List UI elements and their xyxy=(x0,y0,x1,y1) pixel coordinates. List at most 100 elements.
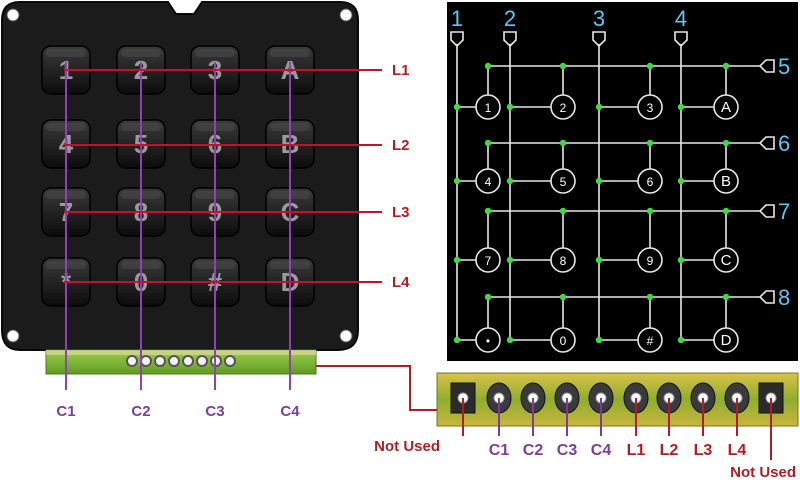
schematic-key-2: 2 xyxy=(551,95,575,119)
ribbon-pin xyxy=(197,356,207,366)
schematic-node xyxy=(596,178,602,184)
column-label-c3: C3 xyxy=(205,403,224,420)
schematic-node xyxy=(596,104,602,110)
schematic-row-number-5: 5 xyxy=(778,54,790,79)
column-label-c1: C1 xyxy=(56,403,75,420)
pin-label-not-used-right: Not Used xyxy=(730,464,796,481)
pin-label-l2: L2 xyxy=(660,442,679,459)
schematic-key-label: A xyxy=(721,99,731,116)
schematic-key-d: D xyxy=(714,328,738,352)
schematic-key-label: 7 xyxy=(485,254,492,268)
schematic-node xyxy=(678,337,684,343)
connector-leader-line xyxy=(316,366,437,410)
connector-pinout: Not UsedC1C2C3C4L1L2L3L4Not Used xyxy=(316,366,798,481)
schematic-node xyxy=(485,140,491,146)
schematic-row-number-6: 6 xyxy=(778,131,790,156)
schematic-node xyxy=(678,257,684,263)
schematic-key-label: B xyxy=(721,173,731,190)
row-label-l2: L2 xyxy=(392,137,410,154)
mounting-hole-bottom-left xyxy=(7,330,19,342)
schematic-key-9: 9 xyxy=(638,248,662,272)
mounting-hole-top-left xyxy=(7,9,19,21)
pin-label-c4: C4 xyxy=(591,442,612,459)
mounting-hole-bottom-right xyxy=(340,330,352,342)
schematic-node xyxy=(560,140,566,146)
schematic-key-label: C xyxy=(721,252,732,269)
schematic-node xyxy=(507,337,513,343)
schematic-key-b: B xyxy=(714,169,738,193)
schematic-node xyxy=(596,337,602,343)
schematic-node xyxy=(507,104,513,110)
ribbon-pin xyxy=(155,356,165,366)
schematic-node xyxy=(647,294,653,300)
schematic-node xyxy=(560,63,566,69)
schematic-key-c: C xyxy=(714,248,738,272)
schematic-key-label: D xyxy=(721,332,732,349)
schematic-node xyxy=(647,63,653,69)
schematic-key-1: 1 xyxy=(476,95,500,119)
schematic-node xyxy=(485,208,491,214)
ribbon-pin xyxy=(141,356,151,366)
schematic-node xyxy=(485,63,491,69)
schematic-key-3: 3 xyxy=(638,95,662,119)
schematic-key-a: A xyxy=(714,95,738,119)
schematic-key-0: 0 xyxy=(551,328,575,352)
schematic-column-number-2: 2 xyxy=(504,6,516,31)
pin-label-not-used-left: Not Used xyxy=(374,438,440,455)
schematic-column-number-1: 1 xyxy=(451,6,463,31)
row-label-l4: L4 xyxy=(392,274,410,291)
mounting-hole-top-right xyxy=(340,9,352,21)
ribbon-pin xyxy=(169,356,179,366)
schematic-node xyxy=(678,178,684,184)
schematic-key-4: 4 xyxy=(476,169,500,193)
ribbon-pin xyxy=(225,356,235,366)
pin-label-c3: C3 xyxy=(557,442,578,459)
schematic-key-label: 5 xyxy=(560,175,567,189)
schematic-key-label: 2 xyxy=(560,101,567,115)
pin-label-c2: C2 xyxy=(523,442,544,459)
pin-label-l3: L3 xyxy=(694,442,713,459)
schematic-row-number-7: 7 xyxy=(778,199,790,224)
schematic-node xyxy=(454,104,460,110)
schematic-key-label: 6 xyxy=(647,175,654,189)
schematic-key-7: 7 xyxy=(476,248,500,272)
schematic-node xyxy=(507,257,513,263)
schematic-column-number-3: 3 xyxy=(593,6,605,31)
schematic-node xyxy=(454,337,460,343)
keypad-ribbon-strip xyxy=(46,350,316,355)
schematic-key-label: • xyxy=(486,334,490,348)
schematic-key-8: 8 xyxy=(551,248,575,272)
column-label-c2: C2 xyxy=(131,403,150,420)
schematic-key-label: 4 xyxy=(485,175,492,189)
schematic-node xyxy=(485,294,491,300)
schematic-key-label: 1 xyxy=(485,101,492,115)
pin-label-l4: L4 xyxy=(728,442,747,459)
schematic-node xyxy=(723,63,729,69)
schematic-column-number-4: 4 xyxy=(675,6,687,31)
schematic-node xyxy=(596,257,602,263)
schematic-node xyxy=(454,257,460,263)
pin-label-c1: C1 xyxy=(489,442,510,459)
schematic-node xyxy=(647,140,653,146)
schematic-node xyxy=(507,178,513,184)
row-label-l1: L1 xyxy=(392,62,410,79)
schematic-key-label: # xyxy=(647,334,654,348)
schematic-node xyxy=(723,208,729,214)
schematic-key-6: 6 xyxy=(638,169,662,193)
pin-label-l1: L1 xyxy=(627,442,646,459)
schematic-key-dot: • xyxy=(476,328,500,352)
schematic-key-label: 0 xyxy=(560,334,567,348)
schematic-key-label: 9 xyxy=(647,254,654,268)
schematic-node xyxy=(723,294,729,300)
schematic-node xyxy=(647,208,653,214)
schematic-node xyxy=(560,294,566,300)
column-label-c4: C4 xyxy=(280,403,300,420)
row-label-l3: L3 xyxy=(392,204,410,221)
ribbon-pin xyxy=(127,356,137,366)
ribbon-pin xyxy=(183,356,193,366)
schematic-node xyxy=(454,178,460,184)
